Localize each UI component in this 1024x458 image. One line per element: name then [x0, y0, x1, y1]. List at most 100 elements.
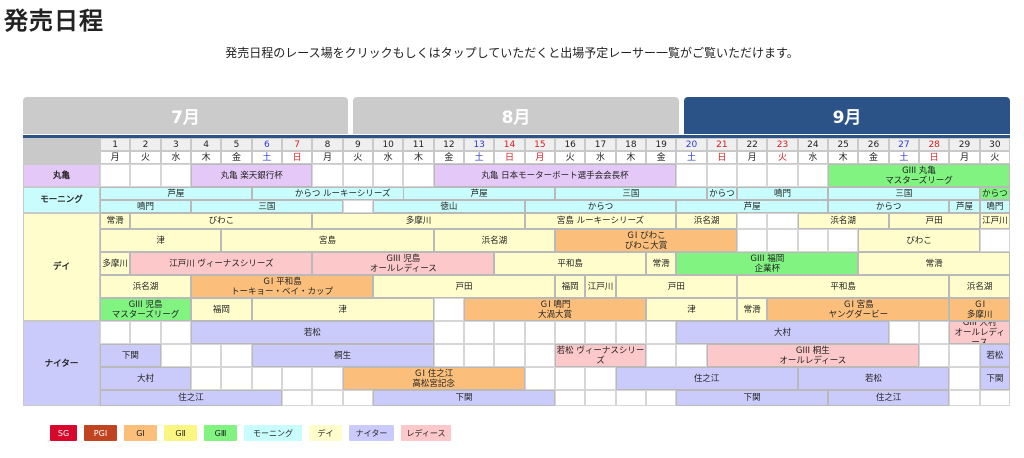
race-schedule-bar[interactable]: 三国	[828, 187, 980, 200]
empty-cell	[221, 344, 252, 367]
day-number: 12	[433, 138, 464, 151]
race-schedule-bar[interactable]: 丸亀 日本モーターボート選手会会長杯	[433, 164, 677, 187]
race-schedule-bar[interactable]: GIII 桐生 オールレディース	[706, 344, 919, 367]
race-schedule-bar[interactable]: 常滑	[737, 298, 768, 321]
race-schedule-bar[interactable]: 若松	[797, 367, 950, 390]
race-schedule-bar[interactable]: ＧⅠ 多摩川	[949, 298, 1010, 321]
race-schedule-bar[interactable]: 常滑	[858, 252, 1010, 275]
race-schedule-bar[interactable]: GIII 児島 オールレディース	[312, 252, 495, 275]
race-schedule-bar[interactable]: 浜名湖	[433, 229, 555, 252]
race-schedule-bar[interactable]: 鳴門	[100, 200, 191, 213]
weekday: 火	[767, 151, 798, 164]
race-schedule-bar[interactable]: 下関	[979, 367, 1010, 390]
race-schedule-bar[interactable]: 多摩川	[312, 213, 525, 229]
race-schedule-bar[interactable]: 鳴門	[979, 200, 1010, 213]
race-schedule-bar[interactable]: 常滑	[646, 252, 677, 275]
race-schedule-bar[interactable]: GIII 丸亀 マスターズリーグ	[828, 164, 1010, 187]
race-schedule-bar[interactable]: 住之江	[100, 390, 282, 406]
race-schedule-bar[interactable]: からつ	[828, 200, 950, 213]
race-schedule-bar[interactable]: 大村	[100, 367, 191, 390]
race-schedule-bar[interactable]: 津	[100, 229, 222, 252]
empty-cell	[646, 344, 677, 367]
race-schedule-bar[interactable]: 浜名湖	[100, 275, 191, 298]
race-schedule-bar[interactable]: 三国	[191, 200, 343, 213]
race-schedule-bar[interactable]: 津	[646, 298, 737, 321]
empty-cell	[767, 213, 798, 229]
day-number: 9	[342, 138, 373, 151]
race-schedule-bar[interactable]: 若松	[191, 321, 434, 344]
race-schedule-bar[interactable]: 下関	[676, 390, 828, 406]
race-schedule-bar[interactable]: 江戸川	[979, 213, 1010, 229]
race-schedule-bar[interactable]: 住之江	[615, 367, 798, 390]
race-schedule-bar[interactable]: GIII 大村 オールレディース	[949, 321, 1010, 344]
race-schedule-bar[interactable]: 福岡	[191, 298, 252, 321]
race-schedule-bar[interactable]: 三国	[555, 187, 707, 200]
race-schedule-bar[interactable]: 桐生	[251, 344, 434, 367]
race-schedule-bar[interactable]: GIII 福岡 企業杯	[676, 252, 859, 275]
race-schedule-bar[interactable]: 下関	[373, 390, 555, 406]
race-schedule-bar[interactable]: ＧⅠ 宮島 ヤングダービー	[767, 298, 950, 321]
day-number: 4	[191, 138, 222, 151]
tab-august[interactable]: 8月	[353, 97, 679, 134]
empty-cell	[949, 344, 980, 367]
race-schedule-bar[interactable]: 鳴門	[737, 187, 828, 200]
empty-cell	[282, 390, 313, 406]
weekday: 水	[585, 151, 616, 164]
race-schedule-bar[interactable]: 住之江	[828, 390, 950, 406]
race-schedule-bar[interactable]: 下関	[100, 344, 161, 367]
race-schedule-bar[interactable]: 江戸川 ヴィーナスシリーズ	[130, 252, 313, 275]
weekday: 水	[373, 151, 404, 164]
empty-cell	[221, 367, 252, 390]
race-schedule-bar[interactable]: からつ	[979, 187, 1010, 200]
weekday: 月	[737, 151, 768, 164]
race-schedule-bar[interactable]: 多摩川	[100, 252, 131, 275]
race-schedule-bar[interactable]: GIII 児島 マスターズリーグ	[100, 298, 191, 321]
race-schedule-bar[interactable]: 浜名湖	[676, 213, 737, 229]
tab-september[interactable]: 9月	[684, 97, 1010, 134]
legend-item: PGⅠ	[84, 425, 117, 441]
race-schedule-bar[interactable]: ＧⅠ びわこ びわこ大賞	[555, 229, 737, 252]
race-schedule-bar[interactable]: からつ	[706, 187, 737, 200]
race-schedule-bar[interactable]: 福岡	[555, 275, 586, 298]
empty-cell	[312, 390, 343, 406]
weekday: 金	[646, 151, 677, 164]
race-schedule-bar[interactable]: 平和島	[494, 252, 646, 275]
tab-july[interactable]: 7月	[23, 97, 348, 134]
race-schedule-bar[interactable]: からつ	[524, 200, 677, 213]
race-schedule-bar[interactable]: 平和島	[737, 275, 950, 298]
empty-cell	[797, 164, 828, 187]
race-schedule-bar[interactable]: ＧⅠ 鳴門 大渦大賞	[464, 298, 646, 321]
race-schedule-bar[interactable]: 丸亀 楽天銀行杯	[191, 164, 313, 187]
empty-cell	[433, 298, 464, 321]
race-schedule-bar[interactable]: 芦屋	[100, 187, 252, 200]
empty-cell	[585, 367, 616, 390]
race-schedule-bar[interactable]: びわこ	[858, 229, 980, 252]
race-schedule-bar[interactable]: 宮島 ルーキーシリーズ	[524, 213, 677, 229]
weekday: 水	[160, 151, 191, 164]
race-schedule-bar[interactable]: びわこ	[130, 213, 313, 229]
race-schedule-bar[interactable]: からつ ルーキーシリーズ	[251, 187, 434, 200]
race-schedule-bar[interactable]: 戸田	[373, 275, 555, 298]
race-schedule-bar[interactable]: 戸田	[615, 275, 737, 298]
day-number: 10	[373, 138, 404, 151]
race-schedule-bar[interactable]: 津	[251, 298, 434, 321]
race-schedule-bar[interactable]: 徳山	[373, 200, 525, 213]
race-schedule-bar[interactable]: 常滑	[100, 213, 131, 229]
race-schedule-bar[interactable]: 芦屋	[949, 200, 980, 213]
empty-cell	[676, 164, 707, 187]
empty-cell	[282, 367, 313, 390]
race-schedule-bar[interactable]: 江戸川	[585, 275, 616, 298]
race-schedule-bar[interactable]: 芦屋	[403, 187, 555, 200]
race-schedule-bar[interactable]: ＧⅠ 住之江 高松宮記念	[342, 367, 525, 390]
race-schedule-bar[interactable]: 芦屋	[676, 200, 828, 213]
race-schedule-bar[interactable]: ＧⅠ 平和島 トーキョー・ベイ・カップ	[191, 275, 373, 298]
race-schedule-bar[interactable]: 浜名湖	[949, 275, 1010, 298]
legend-item: ナイター	[349, 425, 394, 441]
race-schedule-bar[interactable]: 浜名湖	[797, 213, 889, 229]
race-schedule-bar[interactable]: 若松 ヴィーナスシリーズ	[555, 344, 646, 367]
race-schedule-bar[interactable]: 宮島	[221, 229, 434, 252]
weekday: 日	[494, 151, 525, 164]
race-schedule-bar[interactable]: 若松	[979, 344, 1010, 367]
race-schedule-bar[interactable]: 戸田	[888, 213, 980, 229]
race-schedule-bar[interactable]: 大村	[676, 321, 889, 344]
